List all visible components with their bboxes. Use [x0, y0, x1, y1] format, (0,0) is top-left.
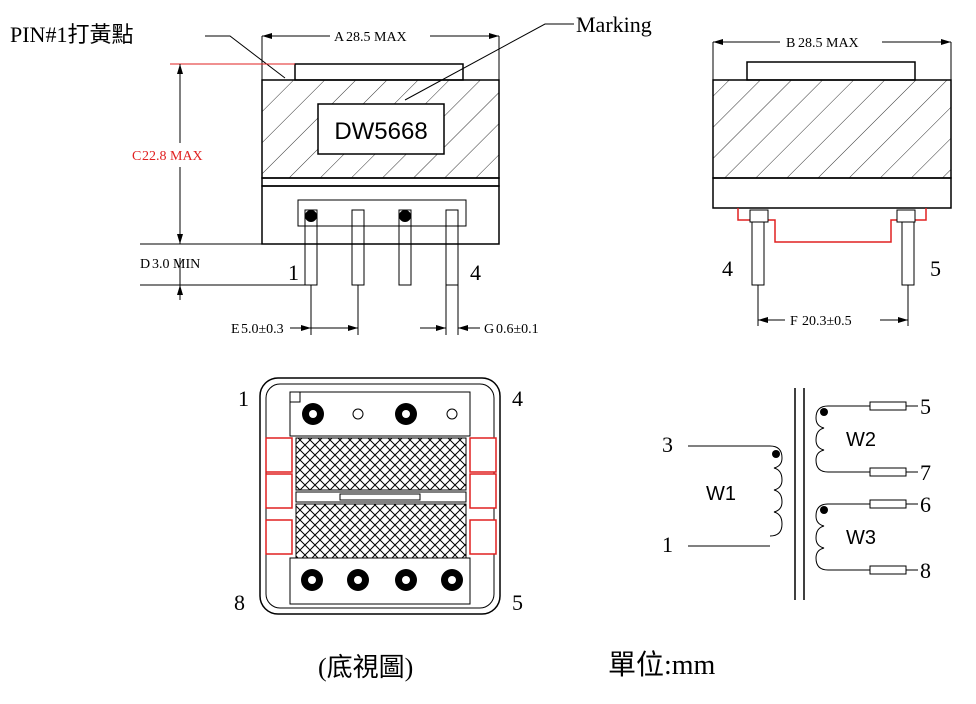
pin1-note: PIN#1打黃點 [10, 22, 133, 47]
side-view: B 28.5 MAX 4 5 F 20.3±0.5 [712, 36, 952, 329]
dim-g-value: 0.6±0.1 [496, 322, 539, 337]
dim-e-letter: E [231, 322, 240, 337]
pin-7-label: 7 [920, 460, 931, 485]
part-number: DW5668 [334, 118, 427, 145]
dim-e-value: 5.0±0.3 [241, 322, 284, 337]
bottom-pin-5: 5 [512, 590, 523, 615]
bottom-pin-8: 8 [234, 590, 245, 615]
units-label: 單位:mm [608, 649, 716, 681]
marking-label: Marking [576, 12, 652, 37]
front-pin-4: 4 [470, 260, 481, 285]
part-marking-box [317, 103, 445, 155]
pin-3-label: 3 [662, 432, 673, 457]
w1-label: W1 [706, 483, 736, 505]
pin-1-label: 1 [662, 532, 673, 557]
front-pins [304, 209, 459, 286]
dim-f-value: 20.3±0.5 [802, 314, 852, 329]
front-pin-1: 1 [288, 260, 299, 285]
dim-c-value: 22.8 MAX [142, 149, 203, 164]
bottom-pin-1: 1 [238, 386, 249, 411]
marking-leader [404, 23, 574, 101]
pin-6-label: 6 [920, 492, 931, 517]
bottom-view-caption: (底視圖) [318, 653, 413, 682]
pin-8-label: 8 [920, 558, 931, 583]
dim-a-value: 28.5 MAX [346, 30, 407, 45]
w3-label: W3 [846, 527, 876, 549]
bottom-pin-4: 4 [512, 386, 523, 411]
w2-label: W2 [846, 429, 876, 451]
dim-d-letter: D [140, 257, 150, 272]
side-pin-5: 5 [930, 256, 941, 281]
dim-c-letter: C [132, 149, 141, 164]
dim-b-value: 28.5 MAX [798, 36, 859, 51]
dim-b-letter: B [786, 36, 795, 51]
dim-g-letter: G [484, 322, 494, 337]
front-view: PIN#1打黃點 Marking A 28.5 MAX DW5668 1 [10, 12, 652, 337]
winding-schematic: 3 1 W1 5 7 W2 6 8 W3 [662, 388, 931, 600]
bottom-view: 1 4 8 5 (底視圖) [234, 377, 523, 682]
dim-a-letter: A [334, 30, 345, 45]
dim-d-value: 3.0 MIN [152, 257, 200, 272]
dim-f-letter: F [790, 314, 798, 329]
pin-5-label: 5 [920, 394, 931, 419]
pin1-leader [205, 35, 286, 79]
side-pin-4: 4 [722, 256, 733, 281]
